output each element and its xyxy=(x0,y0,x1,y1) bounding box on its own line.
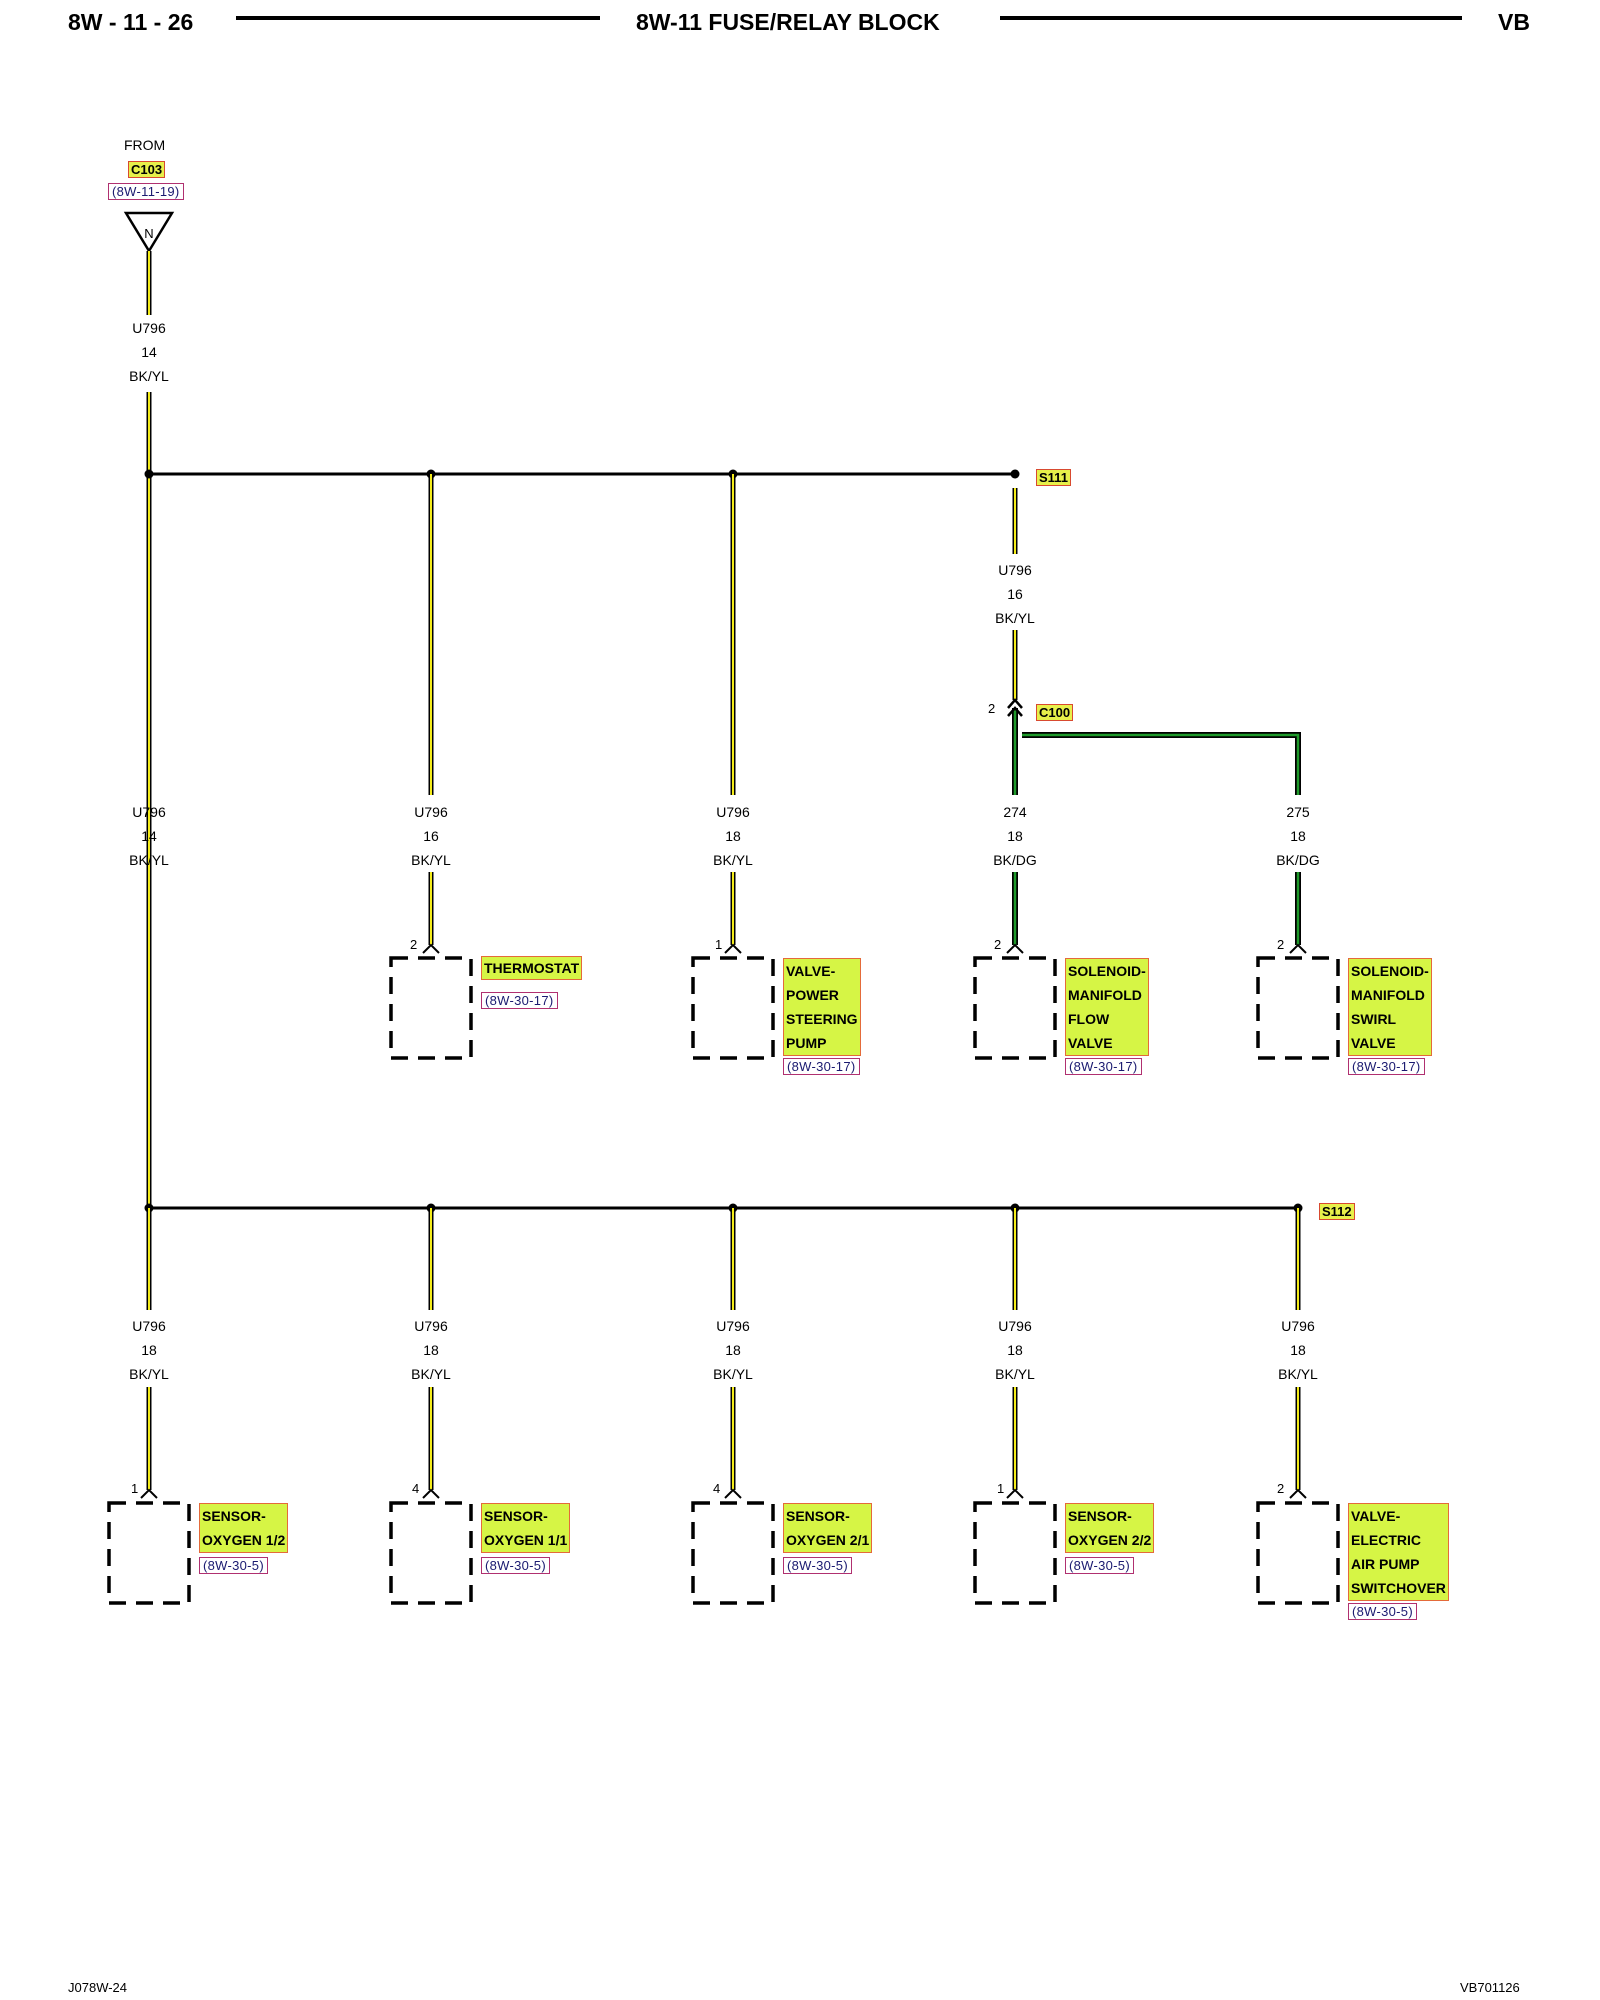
splice-s111-label: S111 xyxy=(1036,469,1071,486)
connector-c103-label: C103 xyxy=(128,161,166,178)
oxygen-sensor-2-2-ref-link[interactable]: (8W-30-5) xyxy=(1065,1557,1134,1574)
thermostat-label: THERMOSTAT xyxy=(481,956,583,980)
power-steering-valve-ref-link[interactable]: (8W-30-17) xyxy=(783,1058,860,1075)
upper-branch-wires xyxy=(428,474,1018,945)
oxygen-sensor-1-2-ref-link[interactable]: (8W-30-5) xyxy=(199,1557,268,1574)
source-reference-link[interactable]: (8W-11-19) xyxy=(108,183,184,200)
lower-branch-wires xyxy=(146,1208,1301,1490)
c100-green-wires xyxy=(1012,708,1301,945)
ground-connector-symbol xyxy=(123,211,175,254)
component-boxes xyxy=(107,956,1340,1605)
oxygen-sensor-1-1-pin: 4 xyxy=(412,1481,420,1496)
manifold-swirl-solenoid-ref-link[interactable]: (8W-30-17) xyxy=(1348,1058,1425,1075)
pin-chevrons xyxy=(140,943,1307,1499)
manifold-swirl-solenoid-pin: 2 xyxy=(1277,937,1285,952)
oxygen-sensor-2-2-pin: 1 xyxy=(997,1481,1005,1496)
air-pump-valve-ref-link[interactable]: (8W-30-5) xyxy=(1348,1603,1417,1620)
oxygen-sensor-2-1-ref-link[interactable]: (8W-30-5) xyxy=(783,1557,852,1574)
oxygen-sensor-2-1-pin: 4 xyxy=(713,1481,721,1496)
manifold-flow-solenoid-ref-link[interactable]: (8W-30-17) xyxy=(1065,1058,1142,1075)
oxygen-sensor-2-2-label: SENSOR-OXYGEN 2/2 xyxy=(1065,1503,1155,1553)
connector-symbol-letter: N xyxy=(144,226,153,241)
oxygen-sensor-2-1-label: SENSOR-OXYGEN 2/1 xyxy=(783,1503,873,1553)
footer-right-code: VB701126 xyxy=(1460,1980,1520,1995)
section-code: VB xyxy=(1498,9,1530,35)
footer-left-code: J078W-24 xyxy=(68,1980,128,1995)
c100-pin-number: 2 xyxy=(988,701,996,716)
oxygen-sensor-1-1-ref-link[interactable]: (8W-30-5) xyxy=(481,1557,550,1574)
page-number: 8W - 11 - 26 xyxy=(68,9,194,35)
oxygen-sensor-1-2-label: SENSOR-OXYGEN 1/2 xyxy=(199,1503,289,1553)
header-rule-left xyxy=(236,16,600,20)
c100-connector-symbol xyxy=(1007,698,1023,717)
oxygen-sensor-1-1-label: SENSOR-OXYGEN 1/1 xyxy=(481,1503,571,1553)
connector-c100-label: C100 xyxy=(1036,704,1074,721)
thermostat-pin: 2 xyxy=(410,937,418,952)
manifold-flow-solenoid-pin: 2 xyxy=(994,937,1002,952)
from-label: FROM xyxy=(124,137,166,153)
splice-s112-label: S112 xyxy=(1319,1203,1355,1220)
oxygen-sensor-1-2-pin: 1 xyxy=(131,1481,139,1496)
power-steering-valve-pin: 1 xyxy=(715,937,723,952)
page-title: 8W-11 FUSE/RELAY BLOCK xyxy=(636,9,940,35)
thermostat-ref-link[interactable]: (8W-30-17) xyxy=(481,992,558,1009)
header-rule-right xyxy=(1000,16,1462,20)
air-pump-valve-pin: 2 xyxy=(1277,1481,1285,1496)
